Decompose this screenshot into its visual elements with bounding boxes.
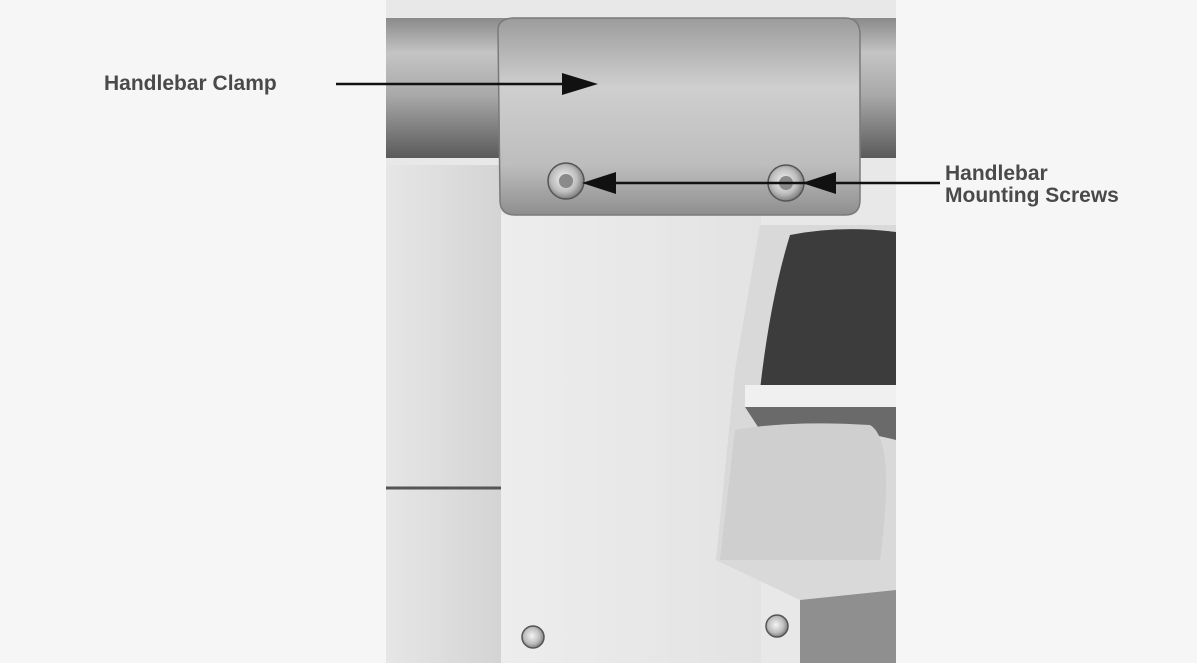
mounting-screw-left-center (559, 174, 573, 188)
left-side-panel (386, 165, 501, 663)
lower-screw-left (521, 625, 545, 649)
mounting-screws-label: Handlebar Mounting Screws (945, 163, 1119, 207)
housing-strip (745, 385, 896, 407)
clamp-arrow-head (562, 73, 598, 95)
center-column (501, 215, 761, 663)
mounting-screws-label-line1: Handlebar (945, 162, 1048, 185)
mounting-screws-label-line2: Mounting Screws (945, 184, 1119, 207)
display-opening (760, 229, 896, 390)
handlebar-clamp-shape (497, 17, 861, 216)
screws-arrow-head-right (802, 172, 836, 194)
screws-arrow-head-left (582, 172, 616, 194)
lower-housing (720, 423, 887, 560)
handlebar-clamp-label: Handlebar Clamp (104, 72, 277, 95)
lower-screw-right (765, 614, 789, 638)
lower-bracket (800, 590, 896, 663)
